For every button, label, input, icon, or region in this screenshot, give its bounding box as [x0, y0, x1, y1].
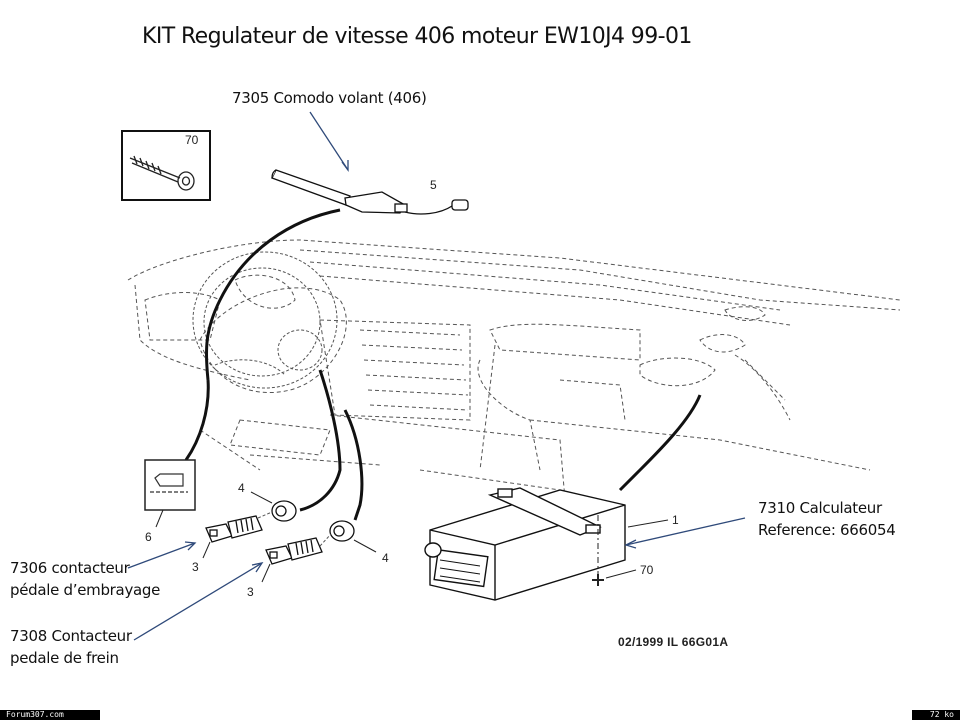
clutch-switch	[205, 515, 263, 543]
callout-grommet-4a: 4	[238, 481, 245, 495]
cruise-symbol-icon	[150, 473, 188, 493]
reference-code: 02/1999 IL 66G01A	[618, 635, 729, 649]
label-frein-2: pedale de frein	[10, 649, 119, 667]
callout-grommet-4b: 4	[382, 551, 389, 565]
arrow-embrayage	[127, 542, 196, 569]
callout-switch-3b: 3	[247, 585, 254, 599]
arrow-calculateur	[625, 517, 746, 546]
label-comodo: 7305 Comodo volant (406)	[232, 89, 427, 107]
label-calculateur-1: 7310 Calculateur	[758, 499, 882, 517]
dashboard-outline	[127, 239, 901, 501]
label-embrayage-2: pédale d’embrayage	[10, 581, 161, 599]
footer-size: 72 ko	[912, 710, 960, 720]
label-calculateur-2: Reference: 666054	[758, 521, 896, 539]
symbol-box	[144, 459, 196, 528]
screw-box	[121, 130, 211, 201]
arrow-frein	[133, 562, 263, 641]
comodo-switch	[271, 169, 469, 215]
diagram-title: KIT Regulateur de vitesse 406 moteur EW1…	[142, 24, 692, 49]
callout-symbol-6: 6	[145, 530, 152, 544]
label-embrayage-1: 7306 contacteur	[10, 559, 130, 577]
callout-switch-3a: 3	[192, 560, 199, 574]
label-frein-1: 7308 Contacteur	[10, 627, 132, 645]
callout-arrows	[127, 111, 746, 641]
callout-ecu-1: 1	[672, 513, 679, 527]
screw-icon	[129, 155, 195, 191]
arrow-comodo	[309, 111, 349, 171]
footer-source: Forum307.com	[0, 710, 100, 720]
ecu-module	[424, 487, 626, 601]
grommet-top	[271, 500, 297, 522]
callout-screw-70: 70	[185, 133, 199, 147]
grommet-right	[329, 520, 355, 542]
steering-wheel	[192, 251, 338, 389]
callout-comodo-5: 5	[430, 178, 437, 192]
callout-ecu-70: 70	[640, 563, 654, 577]
brake-switch	[265, 537, 323, 565]
wiring-harness	[184, 208, 702, 521]
